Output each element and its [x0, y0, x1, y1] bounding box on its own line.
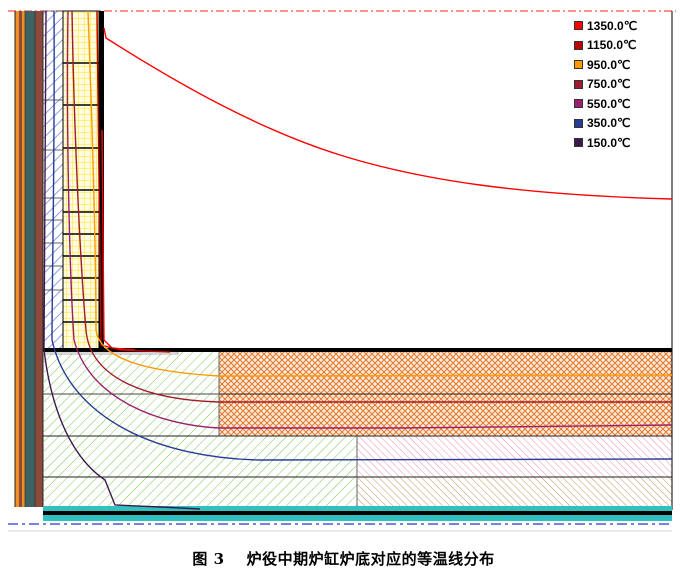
isotherm-350 — [51, 10, 673, 461]
pink-layer — [357, 436, 672, 477]
legend-item-350: 350.0℃ — [574, 114, 637, 134]
isotherm-1150 — [96, 10, 171, 353]
isotherm-lines — [43, 10, 673, 510]
cooling-layer — [43, 506, 672, 511]
figure-title: 炉役中期炉缸炉底对应的等温线分布 — [246, 550, 495, 568]
legend-swatch-icon — [574, 21, 583, 31]
legend-swatch-icon — [574, 60, 583, 70]
legend: 1350.0℃ 1150.0℃ 950.0℃ 750.0℃ 550.0℃ 350… — [574, 16, 637, 153]
legend-swatch-icon — [574, 138, 583, 148]
legend-item-550: 550.0℃ — [574, 94, 637, 114]
legend-item-150: 150.0℃ — [574, 133, 637, 153]
tan-layer — [357, 477, 672, 506]
figure-number: 图 3 — [192, 550, 225, 568]
legend-swatch-icon — [574, 79, 583, 89]
legend-swatch-icon — [574, 118, 583, 128]
isotherm-1350 — [103, 27, 673, 200]
furnace-shell — [14, 11, 44, 507]
isotherm-550 — [66, 10, 673, 429]
isotherm-950 — [87, 10, 673, 377]
legend-item-1350: 1350.0℃ — [574, 16, 637, 36]
figure-caption: 图 3 炉役中期炉缸炉底对应的等温线分布 — [0, 548, 687, 569]
bottom-green-zone-lower — [43, 436, 357, 506]
legend-swatch-icon — [574, 40, 583, 50]
isotherm-150 — [43, 10, 201, 510]
legend-item-1150: 1150.0℃ — [574, 36, 637, 56]
legend-item-950: 950.0℃ — [574, 55, 637, 75]
legend-swatch-icon — [574, 99, 583, 109]
legend-item-750: 750.0℃ — [574, 75, 637, 95]
isotherm-750 — [71, 10, 672, 403]
